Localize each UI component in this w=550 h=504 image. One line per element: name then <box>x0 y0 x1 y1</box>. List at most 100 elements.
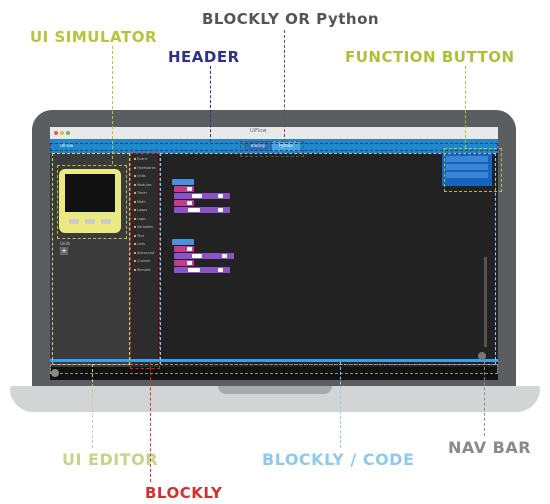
blockly-category-item[interactable]: Logic <box>134 217 146 221</box>
blockly-category-item[interactable]: Timer <box>134 191 147 195</box>
blockly-category-label: Advanced <box>137 250 155 255</box>
function-button-outline <box>444 148 502 192</box>
blockly-category-label: Variables <box>137 225 153 229</box>
blockly-category-label: Custom <box>137 259 151 263</box>
leader-blockly <box>150 362 151 482</box>
blockly-category-item[interactable]: Hardwares <box>134 166 156 170</box>
device-button-b[interactable] <box>85 219 95 224</box>
label-blockly-code: BLOCKLY / CODE <box>262 450 415 469</box>
resize-handle[interactable] <box>478 352 486 360</box>
window-title: UIFlow <box>250 128 267 134</box>
blockly-category-item[interactable]: Lists <box>134 242 145 246</box>
label-blockly: BLOCKLY <box>145 484 223 502</box>
label-blockly-or-python: BLOCKLY OR Python <box>202 10 380 28</box>
block-motor[interactable] <box>174 253 234 259</box>
device-button-a[interactable] <box>69 219 79 224</box>
leader-blockly-code <box>340 362 341 448</box>
app-name: UIFlow <box>60 143 74 148</box>
block-event[interactable] <box>172 179 194 185</box>
blockly-workspace[interactable] <box>158 153 498 367</box>
mode-switch: Blockly Python <box>244 141 300 151</box>
blockly-outline <box>130 153 160 369</box>
blockly-category-label: Remote <box>137 267 151 272</box>
block-rgb[interactable] <box>174 200 194 206</box>
blockly-category-label: Loops <box>137 208 148 212</box>
maximize-icon[interactable] <box>66 131 70 135</box>
function-menu-item[interactable] <box>446 164 488 170</box>
leader-ui-editor <box>92 364 93 448</box>
category-dot-icon <box>134 268 136 271</box>
tab-blockly[interactable]: Blockly <box>244 141 272 151</box>
block-event[interactable] <box>172 239 194 245</box>
window-titlebar: UIFlow <box>50 127 498 139</box>
leader-blockly-python <box>284 30 285 142</box>
category-dot-icon <box>134 192 136 194</box>
label-ui-simulator: UI SIMULATOR <box>30 28 158 46</box>
laptop-notch <box>218 386 332 394</box>
label-function-button: FUNCTION BUTTON <box>345 48 515 66</box>
leader-ui-simulator <box>112 46 113 164</box>
function-menu-item[interactable] <box>446 156 488 162</box>
category-dot-icon <box>134 251 136 254</box>
category-dot-icon <box>134 260 136 262</box>
blockly-category-label: Event <box>137 157 148 161</box>
category-dot-icon <box>134 158 136 160</box>
ui-editor-panel: Units + <box>50 153 130 367</box>
device-button-c[interactable] <box>101 219 111 224</box>
device-screen[interactable] <box>65 174 115 212</box>
blockly-category-label: Timer <box>137 191 148 195</box>
blockly-category-label: Text <box>137 233 145 238</box>
block-motor[interactable] <box>174 267 230 273</box>
blockly-category-item[interactable]: Event <box>134 157 147 161</box>
leader-nav-bar <box>484 362 485 436</box>
blockly-category-item[interactable]: Math <box>134 200 146 204</box>
category-dot-icon <box>134 234 136 237</box>
blockly-category-item[interactable]: Units <box>134 174 146 178</box>
header-outline <box>50 143 498 151</box>
blockly-category-label: Math <box>137 199 146 204</box>
category-dot-icon <box>134 183 136 186</box>
block-rgb[interactable] <box>174 186 194 192</box>
device-simulator <box>59 169 121 233</box>
blockly-category-item[interactable]: Variables <box>134 225 153 229</box>
label-header: HEADER <box>168 48 240 66</box>
leader-header <box>210 66 211 142</box>
block-motor[interactable] <box>174 207 230 213</box>
minimize-icon[interactable] <box>60 131 64 135</box>
label-ui-editor: UI EDITOR <box>62 450 159 469</box>
category-dot-icon <box>134 226 136 228</box>
add-unit-button[interactable]: + <box>60 247 68 255</box>
block-motor[interactable] <box>174 193 230 199</box>
label-nav-bar: NAV BAR <box>448 438 532 457</box>
category-dot-icon <box>134 209 136 211</box>
function-menu-item[interactable] <box>446 172 488 178</box>
app-header: UIFlow Blockly Python <box>50 139 498 153</box>
category-dot-icon <box>134 217 136 220</box>
category-dot-icon <box>134 243 136 245</box>
blockly-category-label: Hardwares <box>137 165 156 170</box>
blockly-category-item[interactable]: Text <box>134 234 144 238</box>
blockly-category-label: Lists <box>137 242 145 246</box>
category-dot-icon <box>134 200 136 203</box>
blockly-category-label: Units <box>137 174 146 178</box>
blockly-category-item[interactable]: Loops <box>134 208 147 212</box>
block-rgb[interactable] <box>174 246 194 252</box>
blockly-category-item[interactable]: Custom <box>134 259 150 263</box>
block-rgb[interactable] <box>174 260 194 266</box>
nav-bar-outline <box>50 364 498 374</box>
category-dot-icon <box>134 175 136 177</box>
workspace-scrollbar[interactable] <box>484 257 487 347</box>
blockly-category-label: Logic <box>137 216 147 221</box>
function-button-panel[interactable] <box>442 154 492 186</box>
blockly-category-label: Modules <box>137 182 152 187</box>
leader-function-button <box>465 66 466 148</box>
close-icon[interactable] <box>54 131 58 135</box>
blockly-category-item[interactable]: Advanced <box>134 251 154 255</box>
blockly-category-item[interactable]: Remote <box>134 268 151 272</box>
tab-python[interactable]: Python <box>272 141 300 151</box>
code-panel-splitter[interactable] <box>50 359 498 362</box>
mode-switch-outline <box>240 141 304 157</box>
blockly-category-item[interactable]: Modules <box>134 183 152 187</box>
category-dot-icon <box>134 166 136 169</box>
units-label: Units <box>60 241 71 246</box>
